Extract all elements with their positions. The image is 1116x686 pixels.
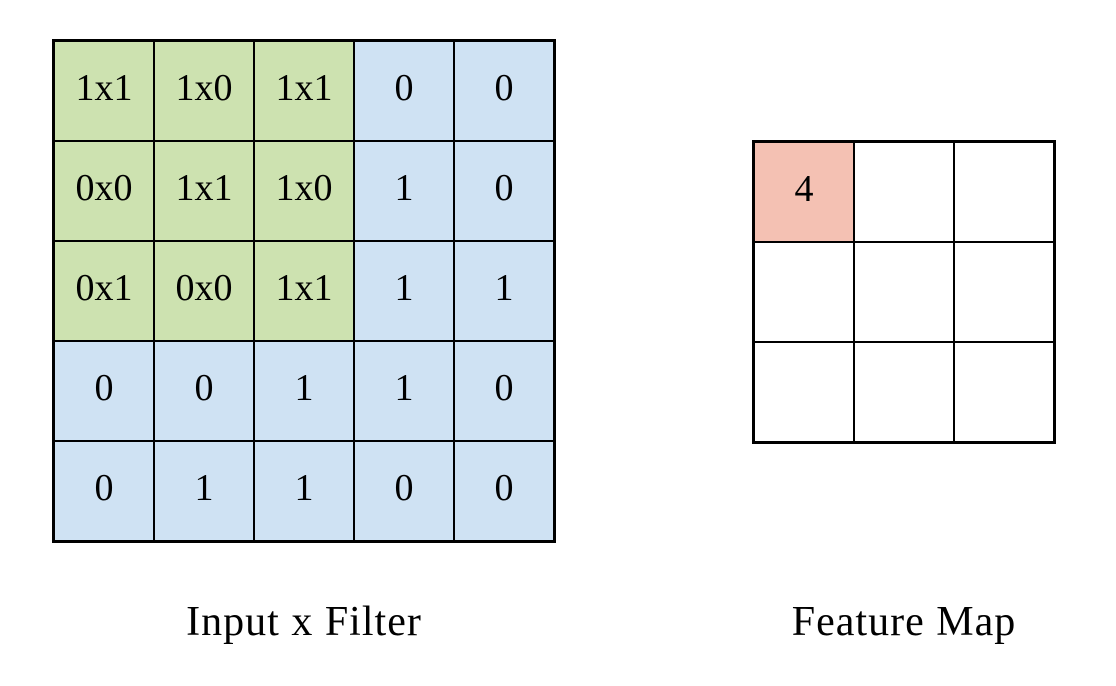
feature-map-cell [754,242,854,342]
feature-map-cell [954,342,1054,442]
input-cell: 0 [454,341,554,441]
feature-map-cell [854,242,954,342]
input-cell: 1x0 [254,141,354,241]
input-filter-grid: 1x1 1x0 1x1 0 0 0x0 1x1 1x0 1 0 0x1 0x0 … [52,39,556,543]
input-cell: 0 [54,441,154,541]
input-cell: 0x1 [54,241,154,341]
input-cell: 0 [354,41,454,141]
input-cell: 0 [154,341,254,441]
input-cell: 0 [54,341,154,441]
input-cell: 1x1 [54,41,154,141]
input-cell: 1 [154,441,254,541]
input-cell: 1 [354,341,454,441]
input-cell: 1 [254,341,354,441]
input-cell: 0 [454,41,554,141]
feature-map-cell: 4 [754,142,854,242]
input-cell: 1x1 [154,141,254,241]
input-cell: 0x0 [54,141,154,241]
input-cell: 1x1 [254,41,354,141]
feature-map-cell [954,242,1054,342]
input-cell: 1 [354,241,454,341]
input-filter-caption: Input x Filter [186,599,422,645]
input-cell: 1 [454,241,554,341]
feature-map-cell [854,142,954,242]
input-cell: 0 [454,441,554,541]
input-cell: 0 [454,141,554,241]
input-cell: 0 [354,441,454,541]
feature-map-cell [854,342,954,442]
input-cell: 0x0 [154,241,254,341]
feature-map-cell [754,342,854,442]
input-cell: 1 [354,141,454,241]
feature-map-grid: 4 [752,140,1056,444]
input-cell: 1x0 [154,41,254,141]
feature-map-caption: Feature Map [791,599,1017,645]
input-cell: 1x1 [254,241,354,341]
feature-map-cell [954,142,1054,242]
input-cell: 1 [254,441,354,541]
